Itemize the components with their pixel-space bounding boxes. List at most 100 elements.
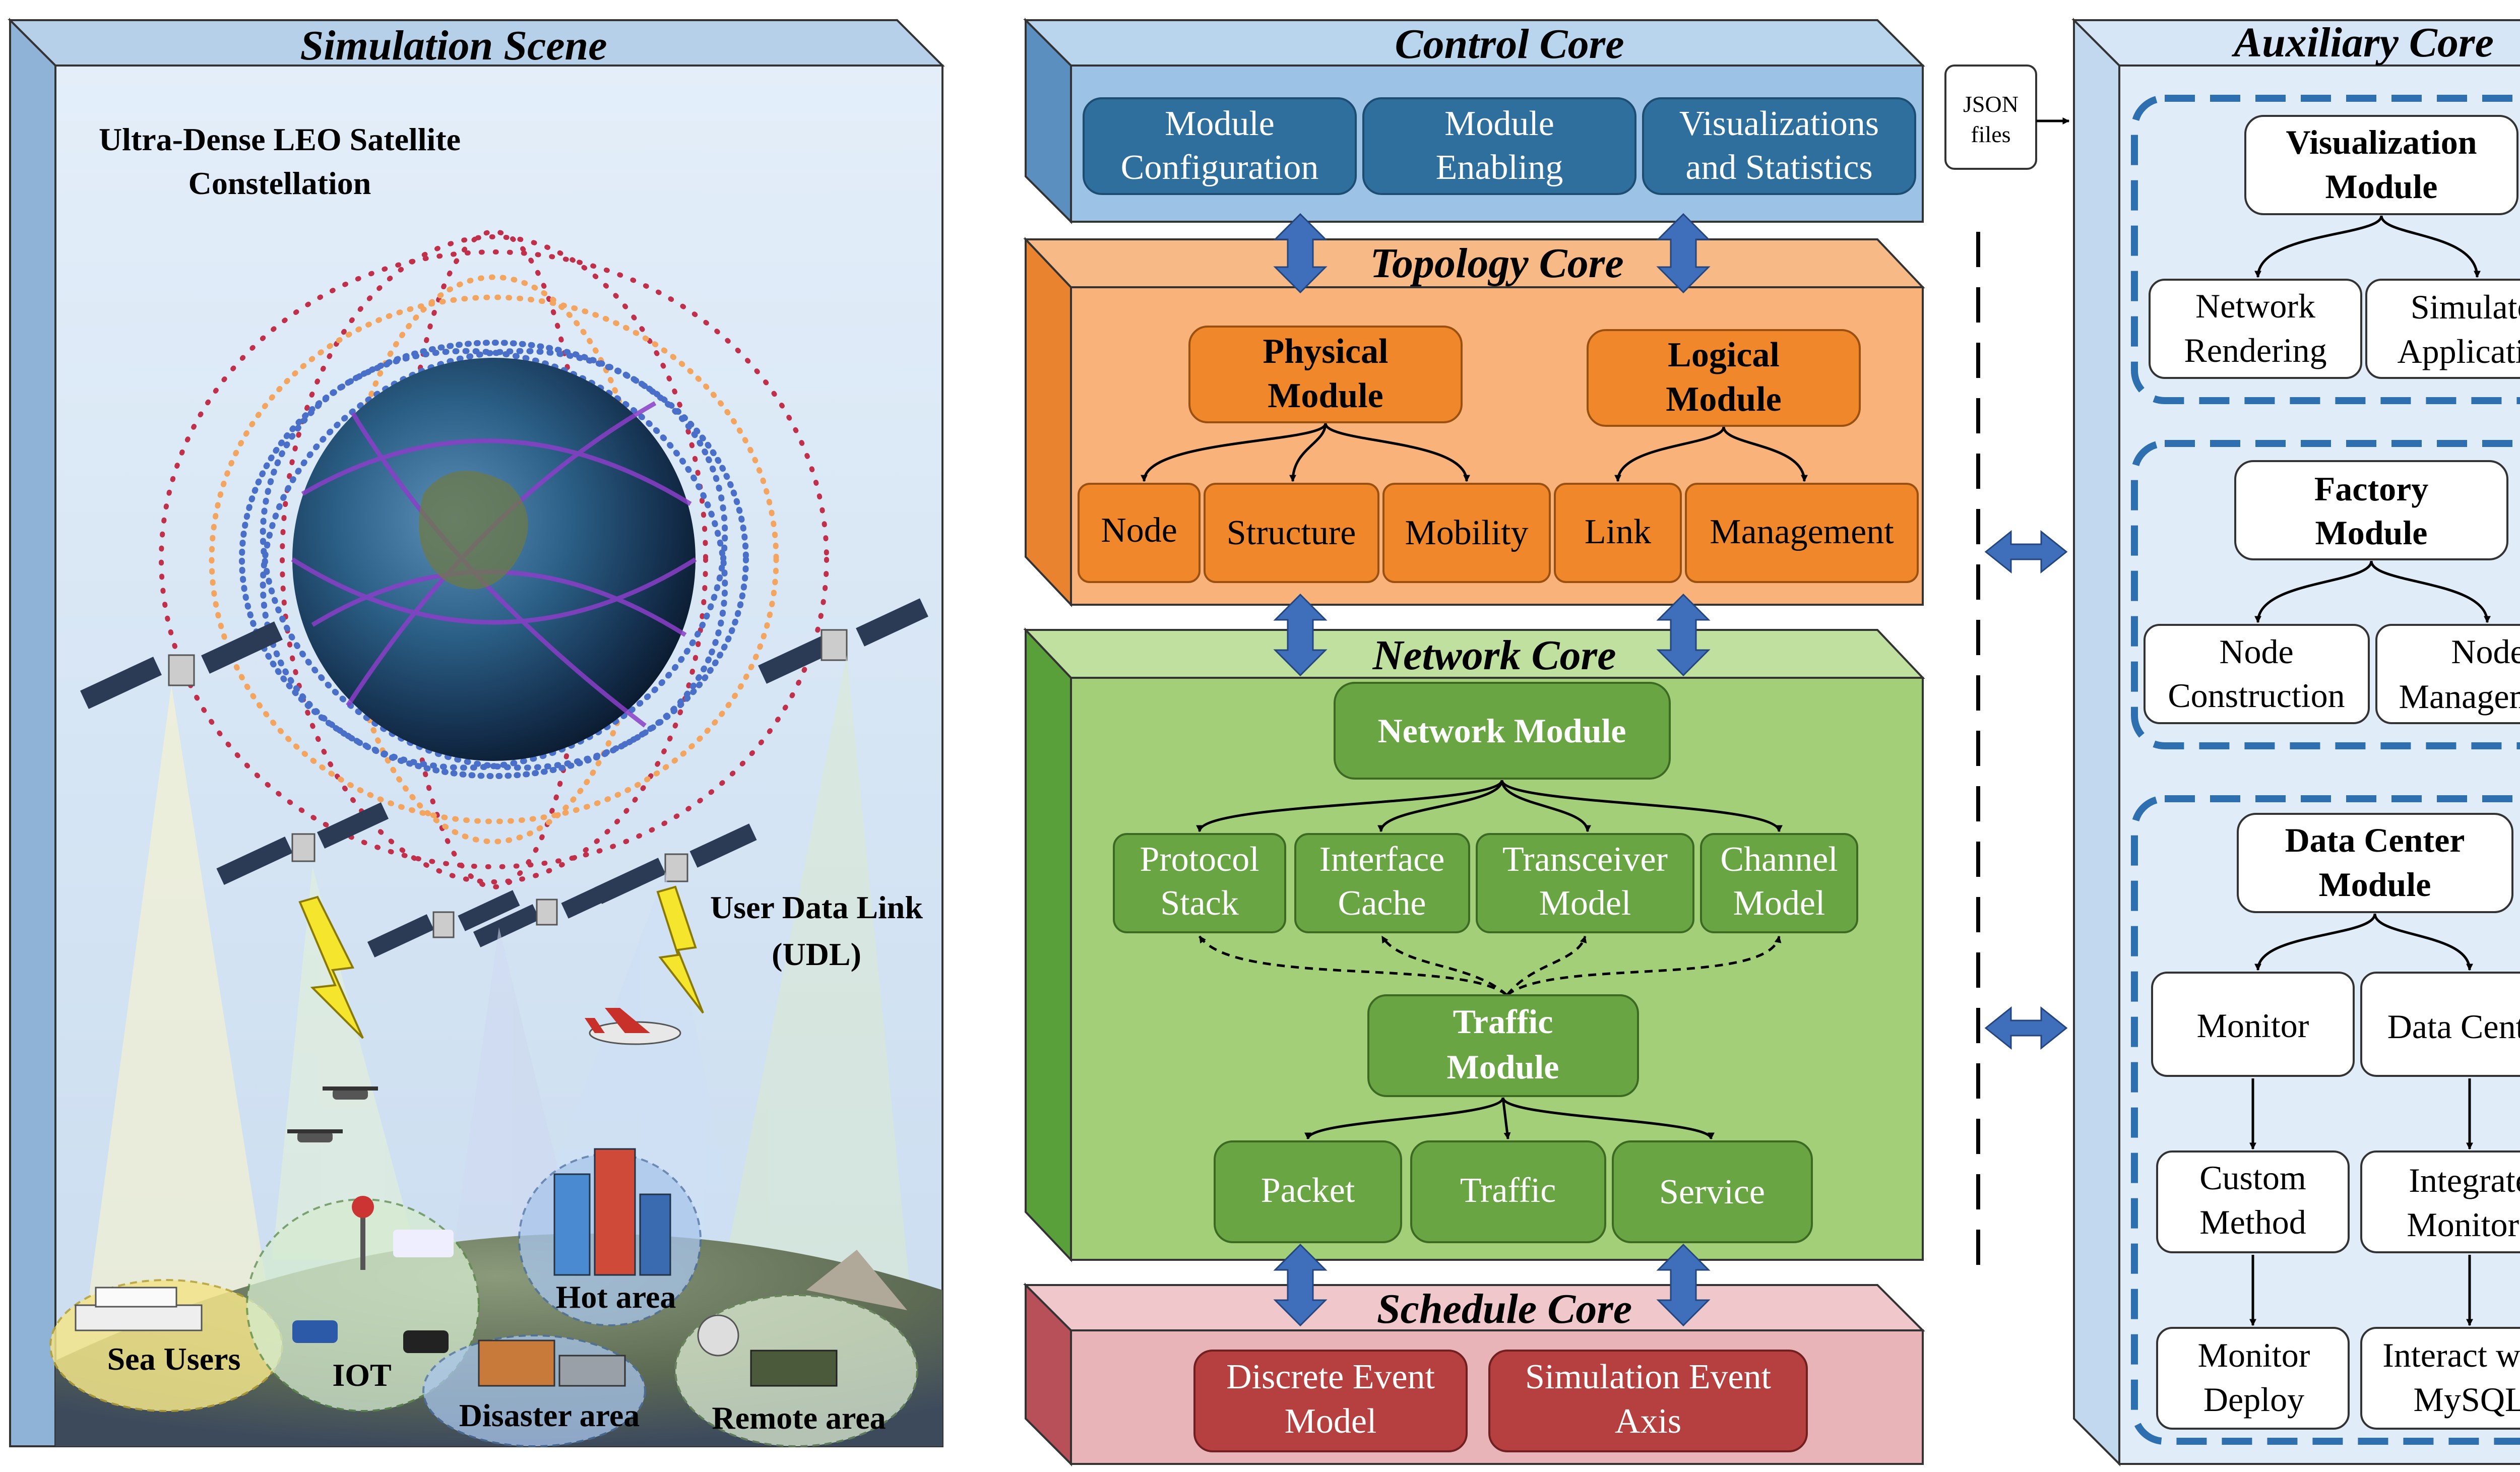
svg-text:Link: Link — [1585, 513, 1651, 551]
svg-text:Logical: Logical — [1668, 336, 1780, 374]
physical-tree-arrows — [1141, 423, 1470, 482]
military-truck-icon — [697, 1250, 907, 1387]
svg-text:Management: Management — [2399, 677, 2520, 716]
simulation-event-axis-box: Simulation Event Axis — [1488, 1350, 1808, 1452]
udl-label-line2: (UDL) — [772, 936, 861, 972]
svg-text:Application: Application — [2397, 332, 2520, 370]
satellite-icon — [367, 890, 520, 957]
svg-text:Module: Module — [2315, 514, 2428, 552]
auxiliary-core-panel: Auxiliary Core Visualization Module Netw… — [2071, 18, 2520, 1466]
svg-text:Channel: Channel — [1720, 840, 1838, 879]
coverage-beams — [86, 655, 917, 1361]
discrete-event-model-box: Discrete Event Model — [1193, 1350, 1468, 1452]
svg-text:Model: Model — [1285, 1402, 1377, 1441]
traffic-tree-arrows — [1304, 1097, 1715, 1140]
svg-text:Visualizations: Visualizations — [1679, 104, 1879, 143]
svg-text:Module: Module — [1165, 104, 1275, 143]
svg-text:Monitor: Monitor — [2197, 1006, 2309, 1045]
schedule-core-panel: Schedule Core Discrete Event Model Simul… — [1023, 1283, 1925, 1466]
svg-text:Monitors: Monitors — [2407, 1205, 2520, 1244]
hot-area-label: Hot area — [556, 1279, 676, 1315]
traffic-module-box: Traffic Module — [1367, 994, 1639, 1097]
buildings-icon — [553, 1148, 671, 1276]
svg-text:Rendering: Rendering — [2184, 331, 2326, 369]
lightning-bolt-icon — [656, 885, 704, 1014]
sea-users-label: Sea Users — [107, 1341, 241, 1377]
node-management-box: Node Management — [2375, 624, 2520, 724]
svg-text:Factory: Factory — [2314, 470, 2429, 508]
channel-model-box: Channel Model — [1700, 833, 1858, 933]
management-box: Management — [1685, 483, 1919, 583]
cell-tower-icon — [352, 1196, 374, 1270]
interact-mysql-box: Interact with MySQL — [2360, 1327, 2520, 1430]
integrate-monitors-box: Integrate Monitors — [2360, 1150, 2520, 1253]
svg-text:Service: Service — [1659, 1173, 1765, 1211]
svg-text:Protocol: Protocol — [1140, 840, 1259, 879]
svg-text:Enabling: Enabling — [1436, 148, 1563, 187]
mobility-box: Mobility — [1382, 483, 1551, 583]
svg-text:JSON: JSON — [1963, 91, 2019, 117]
svg-text:Monitor: Monitor — [2198, 1336, 2310, 1374]
constellation-label-line2: Constellation — [188, 165, 371, 201]
svg-text:Network: Network — [2195, 287, 2315, 325]
logical-tree-arrows — [1614, 426, 1808, 482]
module-enabling-box: Module Enabling — [1362, 97, 1636, 195]
satellite-icon — [216, 802, 389, 885]
data-center-module-group: Data Center Module Monitor Data Center — [2131, 795, 2520, 1445]
svg-text:Simulator: Simulator — [2411, 288, 2520, 326]
svg-text:Module: Module — [2325, 167, 2438, 206]
svg-text:Module: Module — [1666, 380, 1781, 419]
factory-icon — [478, 1339, 626, 1387]
satellite-icon — [594, 823, 757, 904]
auxiliary-core-face — [2118, 65, 2520, 1465]
simulation-scene-panel: Simulation Scene Ultra-Dense LEO Satelli… — [8, 18, 945, 1447]
svg-text:Integrate: Integrate — [2409, 1161, 2520, 1199]
svg-text:Network Module: Network Module — [1378, 712, 1626, 750]
core-link-arrows — [1273, 213, 1711, 1327]
svg-text:Traffic: Traffic — [1460, 1171, 1556, 1210]
topology-core-panel: Topology Core Physical Module Logical Mo… — [1023, 236, 1925, 608]
data-center-box: Data Center — [2360, 972, 2520, 1077]
svg-text:Node: Node — [1101, 511, 1177, 550]
monitor-box: Monitor — [2151, 972, 2355, 1077]
control-core-panel: Control Core Module Configuration Module… — [1023, 18, 1925, 224]
json-files-box: JSON files — [1944, 65, 2037, 170]
svg-text:Module: Module — [1447, 1048, 1559, 1086]
svg-text:Configuration: Configuration — [1121, 148, 1319, 187]
svg-text:Data Center: Data Center — [2285, 821, 2465, 859]
svg-text:Discrete Event: Discrete Event — [1226, 1358, 1435, 1396]
custom-method-box: Custom Method — [2156, 1150, 2350, 1253]
simulator-application-box: Simulator Application — [2365, 279, 2520, 379]
svg-text:Stack: Stack — [1160, 884, 1239, 923]
svg-text:Packet: Packet — [1261, 1171, 1355, 1210]
svg-text:Node: Node — [2219, 632, 2293, 671]
logical-module-box: Logical Module — [1587, 329, 1861, 427]
packet-box: Packet — [1214, 1140, 1402, 1243]
network-tree-arrows — [1196, 780, 1783, 833]
svg-text:Structure: Structure — [1227, 514, 1356, 552]
svg-text:Traffic: Traffic — [1453, 1002, 1553, 1041]
satellite-icon — [80, 621, 283, 709]
interface-cache-box: Interface Cache — [1294, 833, 1470, 933]
drone-icon — [287, 1086, 378, 1142]
simulation-scene-title: Simulation Scene — [300, 22, 607, 69]
visualization-module-group: Visualization Module Network Rendering S… — [2131, 95, 2520, 404]
svg-text:Visualization: Visualization — [2286, 123, 2477, 161]
monitor-deploy-box: Monitor Deploy — [2156, 1327, 2350, 1430]
earth-landmass — [419, 471, 528, 590]
remote-area-label: Remote area — [712, 1400, 886, 1436]
vehicle-icon — [292, 1230, 454, 1353]
svg-text:MySQL: MySQL — [2414, 1380, 2520, 1419]
svg-text:Model: Model — [1733, 884, 1825, 923]
traffic-box: Traffic — [1410, 1140, 1606, 1243]
svg-text:Custom: Custom — [2199, 1159, 2306, 1197]
svg-text:Method: Method — [2199, 1203, 2306, 1241]
node-box: Node — [1078, 483, 1201, 583]
auxiliary-link-arrows — [1984, 530, 2068, 1050]
transceiver-model-box: Transceiver Model — [1476, 833, 1694, 933]
svg-text:and Statistics: and Statistics — [1685, 148, 1872, 187]
svg-text:Axis: Axis — [1615, 1402, 1681, 1441]
ship-icon — [75, 1287, 203, 1331]
svg-text:Module: Module — [2319, 865, 2431, 904]
network-core-panel: Network Core Network Module Protocol Sta… — [1023, 627, 1925, 1263]
